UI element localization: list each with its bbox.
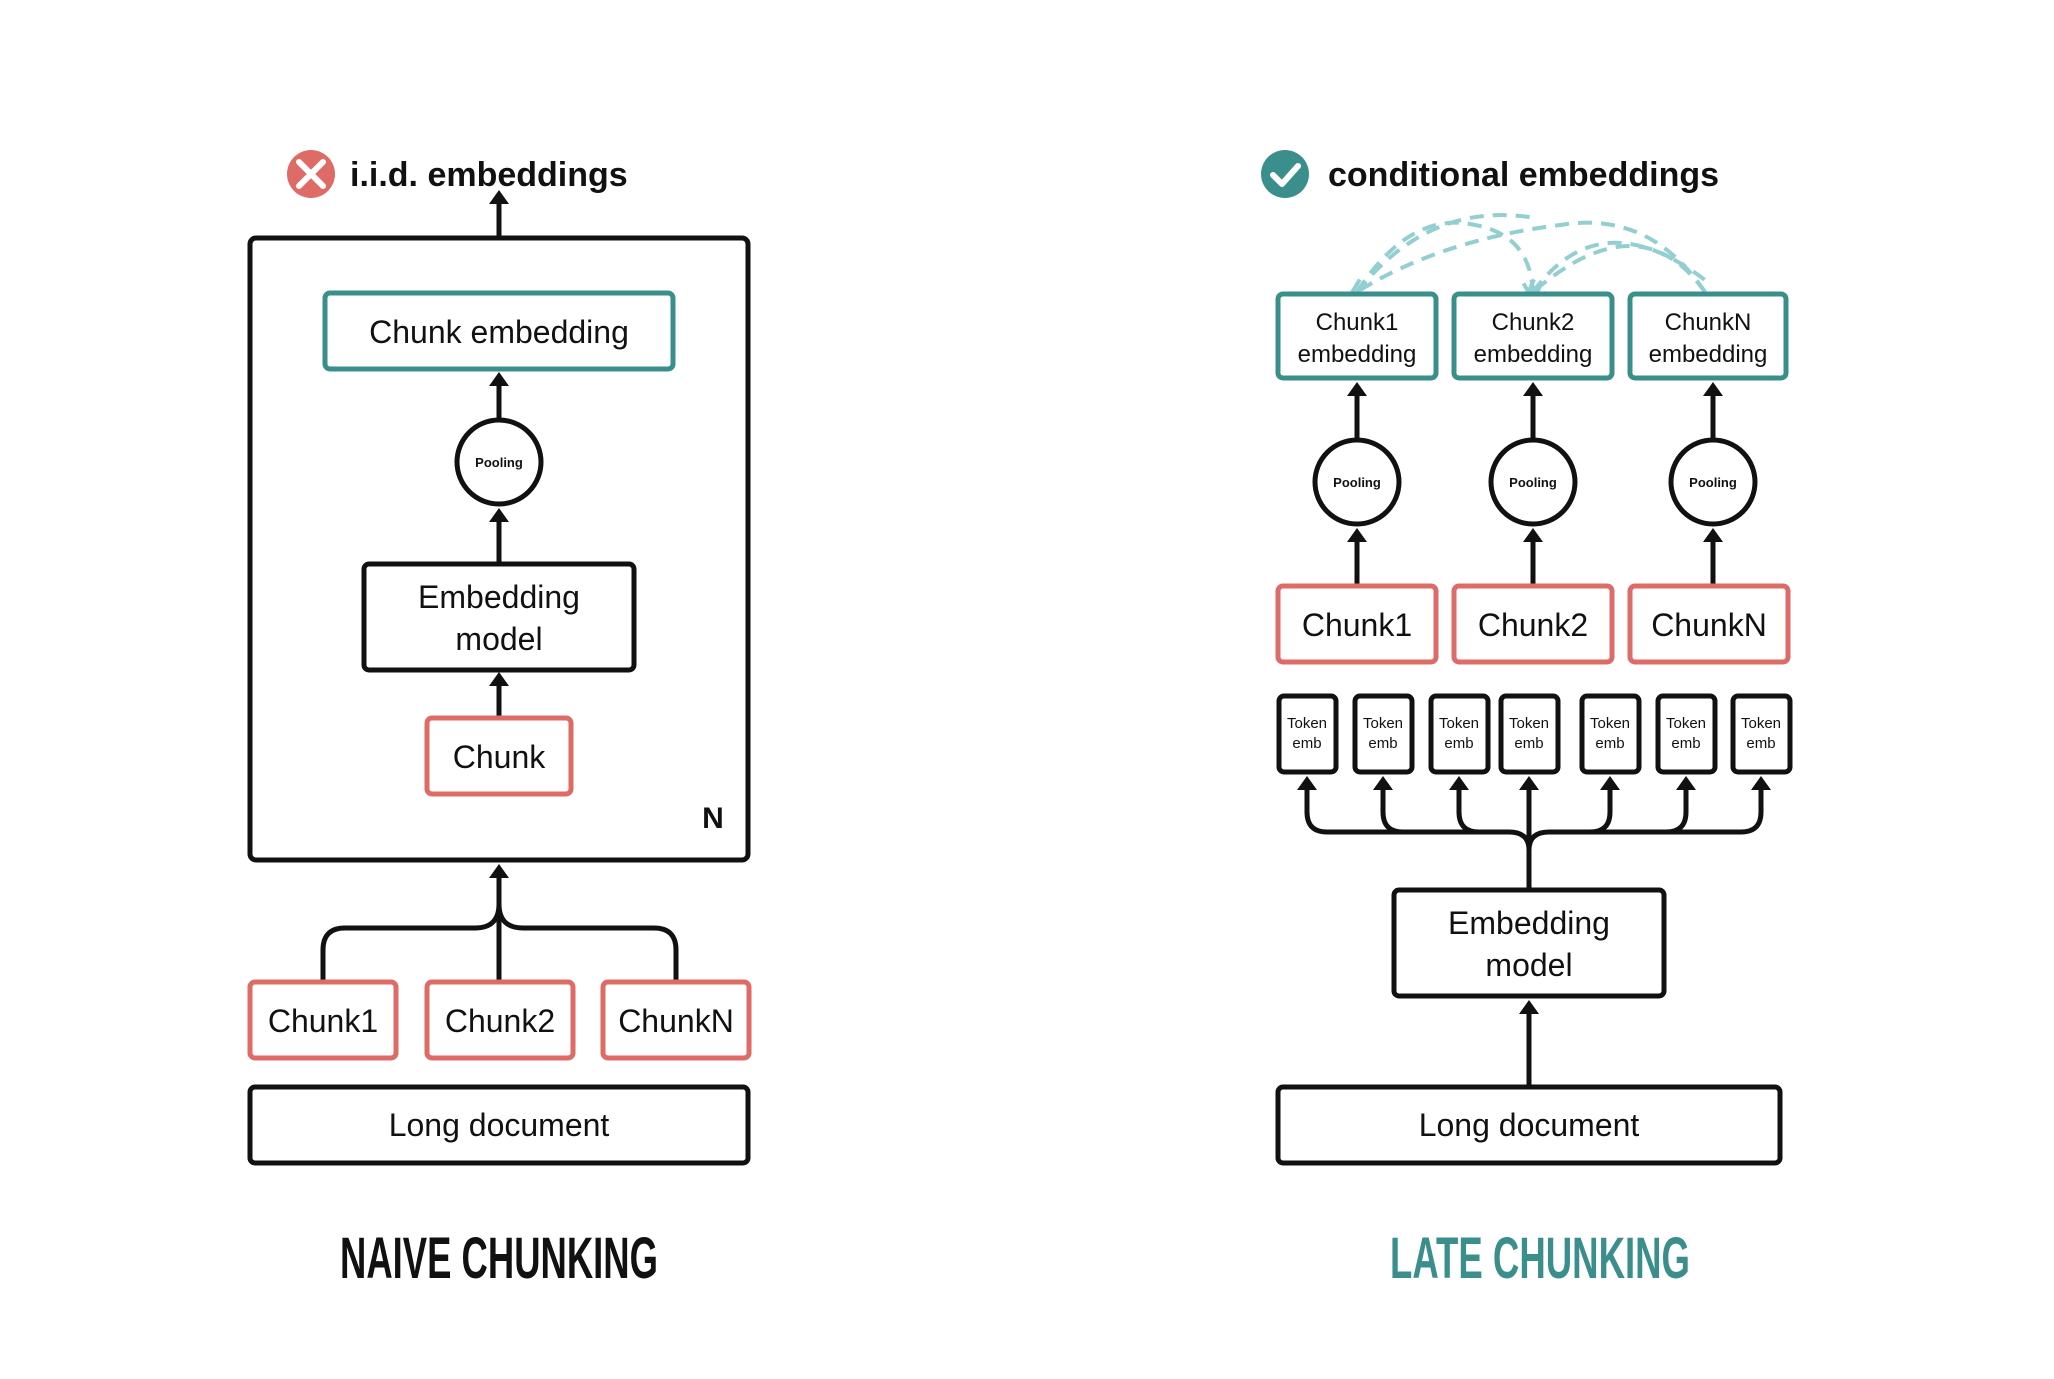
naive-arrow-pooling-to-embedding <box>489 372 509 420</box>
late-pooling-node-1: Pooling <box>1312 437 1402 527</box>
late-chunkn-embedding-line2: embedding <box>1649 341 1768 368</box>
naive-chunk-embedding-box <box>322 290 676 372</box>
cross-circle-icon <box>287 150 335 198</box>
naive-long-document-label: Long document <box>389 1107 610 1143</box>
naive-chunk2: Chunk2 <box>424 979 576 1061</box>
token-emb-1: Token emb <box>1276 693 1339 775</box>
late-chunking-title: LATE CHUNKING <box>1390 1226 1690 1291</box>
naive-chunk-embedding-label: Chunk embedding <box>369 314 629 350</box>
naive-chunking-panel: i.i.d. embeddings N Chunk embedding Pool… <box>247 150 752 1291</box>
naive-chunk-label: Chunk <box>453 739 547 775</box>
naive-chunkn: ChunkN <box>600 979 752 1061</box>
naive-arrow-model-to-pooling <box>489 508 509 564</box>
token-emb-1-line2: emb <box>1292 735 1321 752</box>
naive-long-document-box <box>247 1084 751 1166</box>
naive-output-arrow <box>489 190 509 238</box>
token-emb-4-line2: emb <box>1514 735 1543 752</box>
late-arrows-chunks-to-pooling <box>1347 528 1723 586</box>
late-pooling-label-2: Pooling <box>1509 475 1557 490</box>
late-pooling-node-2: Pooling <box>1488 437 1578 527</box>
token-emb-1-line1: Token <box>1287 715 1327 732</box>
naive-embedding-model-box <box>361 561 637 673</box>
naive-chunk2-label: Chunk2 <box>445 1003 555 1039</box>
late-pooling-label-1: Pooling <box>1333 475 1381 490</box>
token-emb-2-line1: Token <box>1363 715 1403 732</box>
naive-pooling-node <box>454 417 544 507</box>
token-emb-7-line1: Token <box>1741 715 1781 732</box>
token-fanout-arrowheads <box>1297 776 1771 790</box>
naive-chunk-box <box>424 715 574 797</box>
naive-embedding-model-line1: Embedding <box>418 579 580 615</box>
late-arrows-pooling-to-embeddings <box>1347 382 1723 440</box>
naive-repeat-box <box>247 235 751 863</box>
token-emb-row: Token emb Token emb Token emb Token emb … <box>1276 693 1793 775</box>
late-chunk1: Chunk1 <box>1275 583 1439 665</box>
token-emb-4-line1: Token <box>1509 715 1549 732</box>
late-chunkn-embedding-line1: ChunkN <box>1665 309 1752 336</box>
late-chunkn-embedding: ChunkN embedding <box>1627 291 1789 381</box>
late-long-document-box <box>1275 1084 1783 1166</box>
late-pooling-label-3: Pooling <box>1689 475 1737 490</box>
naive-chunking-title: NAIVE CHUNKING <box>340 1226 658 1291</box>
naive-chunkn-label: ChunkN <box>618 1003 734 1039</box>
late-chunk1-embedding: Chunk1 embedding <box>1275 291 1439 381</box>
naive-embedding-model-line2: model <box>455 621 542 657</box>
naive-chunk1: Chunk1 <box>247 979 399 1061</box>
late-chunk1-embedding-line1: Chunk1 <box>1316 309 1399 336</box>
token-emb-6-line2: emb <box>1671 735 1700 752</box>
late-chunkn-label: ChunkN <box>1651 607 1767 643</box>
token-emb-2-line2: emb <box>1368 735 1397 752</box>
token-emb-3-line2: emb <box>1444 735 1473 752</box>
late-chunking-panel: conditional embeddings Chunk1 embedding … <box>1261 150 1793 1291</box>
naive-chunk1-label: Chunk1 <box>268 1003 378 1039</box>
token-emb-5: Token emb <box>1579 693 1642 775</box>
token-fanout-connector <box>1304 788 1764 890</box>
check-circle-icon <box>1261 150 1309 198</box>
late-chunk2: Chunk2 <box>1451 583 1615 665</box>
late-pooling-node-3: Pooling <box>1668 437 1758 527</box>
late-arrow-document-to-model <box>1519 1000 1539 1087</box>
late-chunkn: ChunkN <box>1627 583 1791 665</box>
token-emb-5-line1: Token <box>1590 715 1630 732</box>
repeat-marker-n: N <box>702 802 724 835</box>
naive-status-label: i.i.d. embeddings <box>350 156 628 194</box>
token-emb-6: Token emb <box>1655 693 1718 775</box>
token-emb-6-line1: Token <box>1666 715 1706 732</box>
late-chunk2-embedding: Chunk2 embedding <box>1451 291 1615 381</box>
token-emb-5-line2: emb <box>1595 735 1624 752</box>
late-status-label: conditional embeddings <box>1328 156 1719 194</box>
late-chunk1-embedding-line2: embedding <box>1298 341 1417 368</box>
late-long-document-label: Long document <box>1419 1107 1640 1143</box>
naive-pooling-label: Pooling <box>475 455 523 470</box>
token-emb-4: Token emb <box>1498 693 1561 775</box>
token-emb-7-line2: emb <box>1746 735 1775 752</box>
token-emb-2: Token emb <box>1352 693 1415 775</box>
late-embedding-model-line1: Embedding <box>1448 905 1610 941</box>
late-embedding-model-box <box>1391 887 1667 999</box>
naive-arrow-chunk-to-model <box>489 672 509 718</box>
token-emb-3-line1: Token <box>1439 715 1479 732</box>
naive-merge-arrowhead <box>489 864 509 878</box>
late-chunk2-embedding-line2: embedding <box>1474 341 1593 368</box>
token-emb-7: Token emb <box>1730 693 1793 775</box>
late-chunk1-label: Chunk1 <box>1302 607 1412 643</box>
naive-merge-connector <box>320 872 679 980</box>
cross-chunk-context-arcs <box>1357 213 1707 292</box>
late-embedding-model-line2: model <box>1485 947 1572 983</box>
late-chunk2-embedding-line1: Chunk2 <box>1492 309 1575 336</box>
token-emb-3: Token emb <box>1428 693 1491 775</box>
late-chunk2-label: Chunk2 <box>1478 607 1588 643</box>
